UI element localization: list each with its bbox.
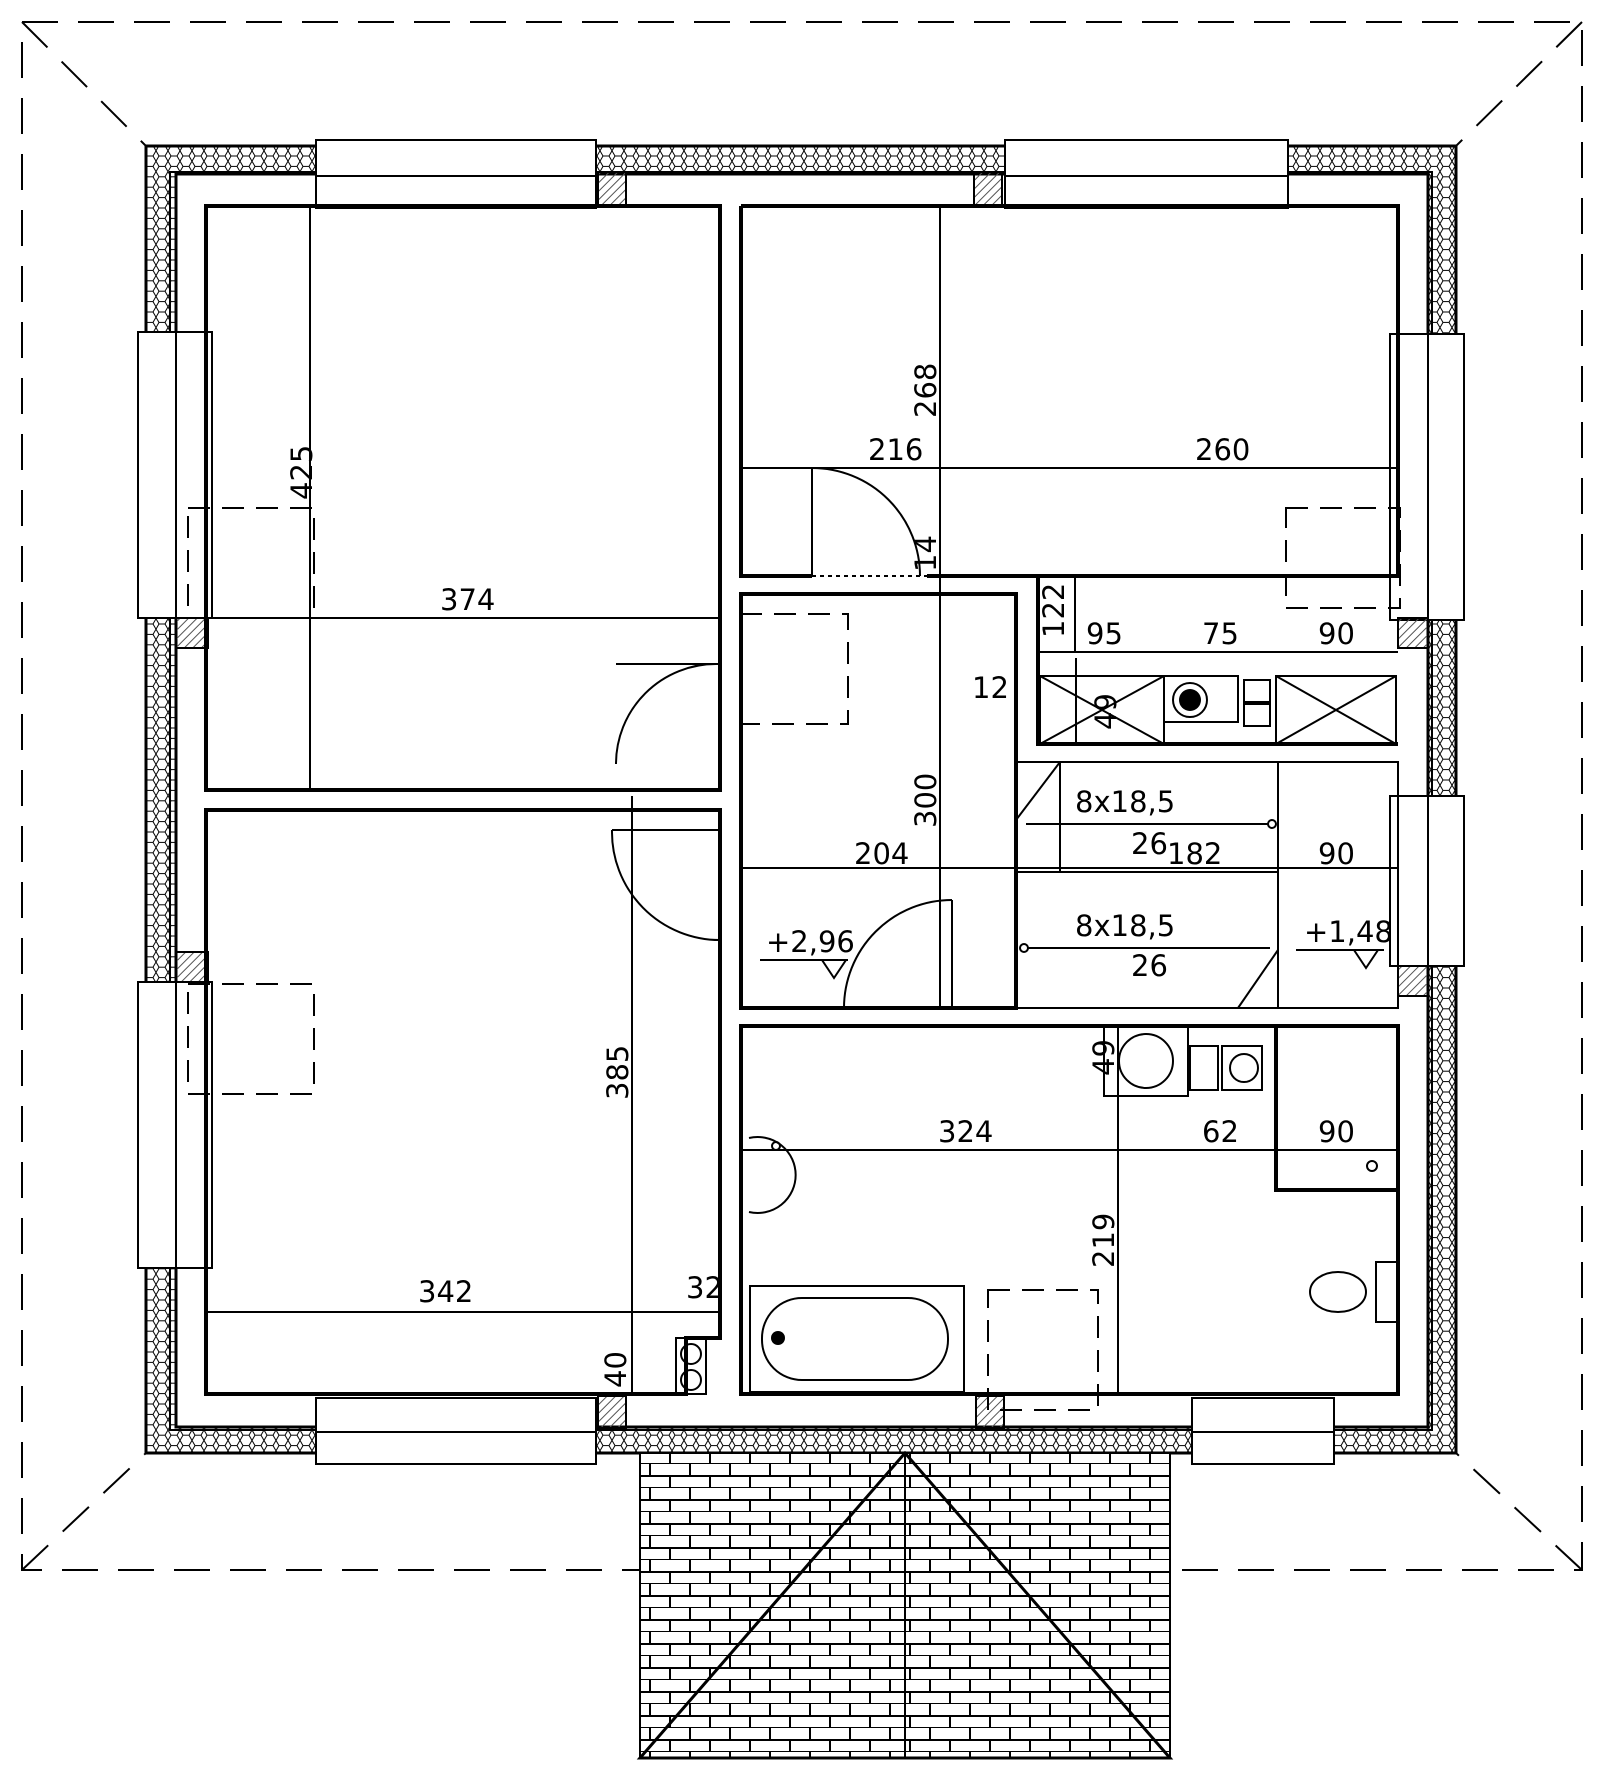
dimension-labels: 425 374 268 216 260 14 122 12 95 75 90 4… [285,363,1355,1388]
dim-219: 219 [1087,1213,1121,1268]
dimension-lines [206,206,1398,1394]
window-left-lower [137,981,213,1269]
dim-95: 95 [1086,617,1123,651]
dim-216: 216 [868,433,923,467]
door-bathroom [843,899,953,1009]
dim-26-a: 26 [1131,827,1168,861]
dim-374: 374 [440,583,495,617]
boiler [1189,1045,1263,1091]
doors [610,467,953,1009]
level-stairs: +1,48 [1304,915,1393,949]
dim-425: 425 [285,445,319,500]
service-block [1039,675,1397,745]
room-stairs [1016,761,1399,1009]
dim-122: 122 [1037,583,1071,638]
level-marker-hall: +2,96 [760,925,855,980]
dim-49-a: 49 [1089,693,1123,730]
interior-walls [204,204,1400,1396]
exterior-wall [144,144,1458,1455]
dim-49-b: 49 [1087,1039,1121,1076]
dim-204: 204 [854,837,909,871]
roof-outline [21,21,1583,1571]
window-bottom-right [1191,1397,1335,1465]
dim-8x18-5-a: 8x18,5 [1075,785,1175,819]
bathroom-fixtures [748,1024,1400,1411]
room-bedroom-top-right [739,204,1400,746]
columns [175,171,1429,1429]
door-bedroom-top-right [811,467,921,577]
window-right-upper [1389,333,1465,621]
room-bathroom [739,1024,1400,1396]
dim-40: 40 [599,1351,633,1388]
staircase [1015,761,1279,1009]
window-left-upper [137,331,213,619]
dim-90-c: 90 [1318,1115,1355,1149]
dim-12: 12 [972,671,1009,705]
washbasin [748,1136,797,1214]
dim-268: 268 [909,363,943,418]
dim-182: 182 [1167,837,1222,871]
dim-26-b: 26 [1131,949,1168,983]
dim-260: 260 [1195,433,1250,467]
door-bedroom-bottom-left [610,829,721,941]
dim-8x18-5-b: 8x18,5 [1075,909,1175,943]
window-top-left [315,139,597,209]
toilet [1309,1261,1399,1323]
dim-300: 300 [909,773,943,828]
level-hall: +2,96 [766,925,855,959]
window-bottom-left [315,1397,597,1465]
dim-75: 75 [1202,617,1239,651]
chimney-vents [675,1337,707,1395]
windows [137,139,1465,1465]
dim-342: 342 [418,1275,473,1309]
dim-90-b: 90 [1318,837,1355,871]
level-marker-stairs: +1,48 [1296,915,1393,970]
room-bedroom-top-left [204,204,722,792]
dim-32: 32 [686,1271,723,1305]
dim-90-a: 90 [1318,617,1355,651]
bathtub [749,1285,965,1393]
shower [1274,1024,1400,1192]
dashed-hatches [187,507,1401,1095]
dim-324: 324 [938,1115,993,1149]
window-right-stairs [1389,795,1465,967]
entrance-canopy [636,1450,1174,1760]
window-top-right [1004,139,1289,209]
dim-14: 14 [909,535,943,572]
door-bedroom-top-left [615,663,720,765]
dim-62: 62 [1202,1115,1239,1149]
dim-385: 385 [601,1045,635,1100]
